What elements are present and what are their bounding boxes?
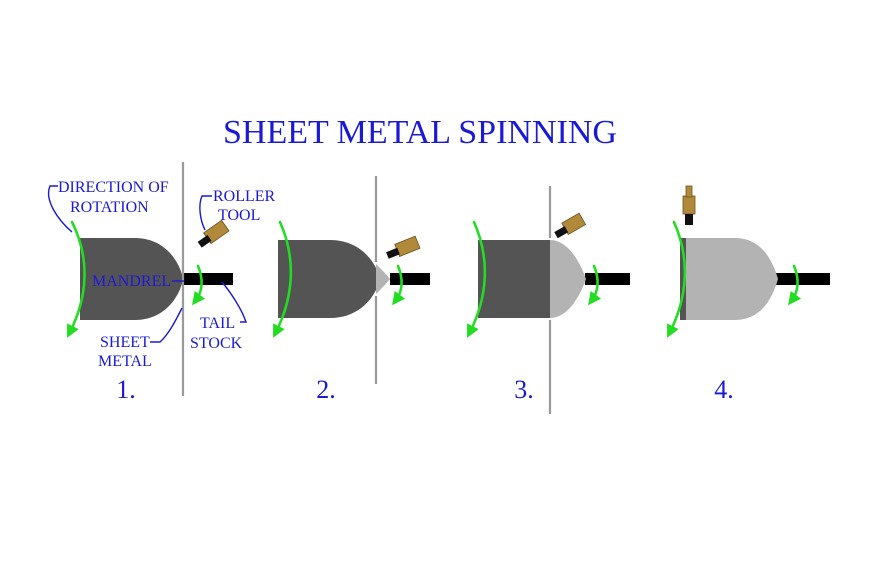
step-number: 2.: [316, 375, 336, 404]
tail-stock-label-2: STOCK: [190, 335, 243, 352]
tail-stock-spindle: [183, 273, 233, 285]
roller-tool: [386, 235, 421, 259]
tail-stock-spindle: [585, 273, 630, 285]
mandrel: [478, 240, 550, 318]
stage-4: 4.: [667, 185, 830, 404]
step-number: 1.: [116, 375, 136, 404]
stage-2: 2.: [273, 176, 430, 404]
formed-sheet-metal: [550, 240, 586, 318]
mandrel-label: MANDREL: [92, 273, 171, 290]
tail-stock-spindle: [775, 273, 830, 285]
direction-of-rotation-label: DIRECTION OF: [58, 179, 169, 196]
rotation-arrow: [667, 220, 687, 338]
rotation-arrow-small: [392, 264, 406, 306]
tail-stock-spindle: [390, 273, 430, 285]
rotation-arrow: [67, 220, 86, 338]
sheet-metal-label-2: METAL: [98, 353, 152, 370]
direction-of-rotation-label-2: ROTATION: [70, 199, 149, 216]
stage-1: DIRECTION OF ROTATION ROLLER TOOL MANDRE…: [47, 162, 276, 404]
formed-sheet-metal: [686, 238, 778, 320]
tail-stock-label: TAIL: [200, 315, 235, 332]
stage-3: 3.: [467, 186, 630, 414]
mandrel: [278, 240, 376, 318]
roller-tool-label: ROLLER: [213, 188, 276, 205]
roller-tool: [682, 185, 696, 225]
step-number: 4.: [714, 375, 734, 404]
roller-tool-label-2: TOOL: [218, 207, 260, 224]
sheet-metal-label: SHEET: [100, 334, 150, 351]
rotation-arrow-small: [192, 264, 206, 306]
step-number: 3.: [514, 375, 534, 404]
rotation-arrow: [273, 220, 293, 338]
rotation-arrow: [467, 220, 487, 338]
roller-tool: [197, 219, 230, 248]
rotation-arrow-small: [588, 264, 602, 306]
rotation-arrow-small: [788, 264, 802, 306]
roller-tool: [554, 212, 587, 239]
mandrel: [80, 238, 183, 320]
diagram-title: SHEET METAL SPINNING: [223, 114, 617, 151]
formed-sheet-metal: [376, 264, 390, 294]
